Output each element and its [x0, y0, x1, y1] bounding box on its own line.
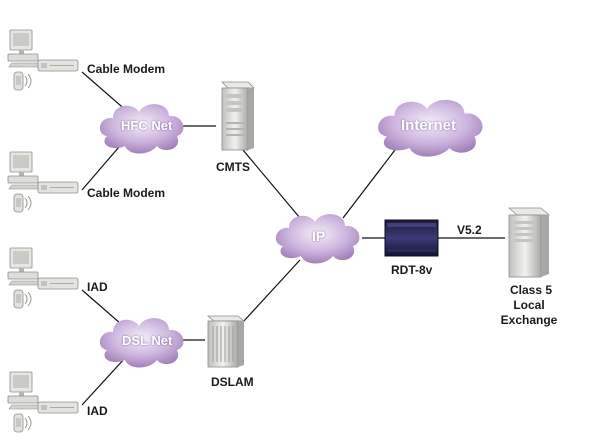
dsl-net-label: DSL Net	[122, 333, 173, 348]
iad-label-2: IAD	[87, 404, 108, 418]
hfc-net-cloud	[99, 104, 184, 154]
link-dslam-ip	[242, 259, 301, 323]
link-cmts-ip	[242, 149, 301, 219]
exchange-label-line1: Class 5	[510, 283, 553, 297]
dslam-label: DSLAM	[211, 375, 254, 389]
v52-link-label: V5.2	[457, 223, 482, 237]
dsl-net-cloud	[99, 318, 184, 368]
link-iad2-dsl	[81, 357, 126, 406]
link-modem2-hfc	[81, 139, 126, 191]
iad-icon	[37, 277, 79, 290]
cmts-label: CMTS	[216, 160, 250, 174]
subscriber-site-2	[7, 151, 79, 213]
subscriber-site-3	[7, 247, 79, 309]
subscriber-site-1	[7, 29, 79, 91]
pc-and-phone-icon	[7, 29, 42, 68]
rdt-label: RDT-8v	[391, 263, 433, 277]
pc-and-phone-icon	[7, 247, 42, 286]
cable-modem-icon	[37, 181, 79, 194]
phone-icon	[13, 71, 32, 91]
dslam-icon	[206, 315, 246, 368]
exchange-server-icon	[507, 207, 551, 278]
ip-cloud	[275, 214, 360, 264]
connections	[81, 71, 505, 406]
pc-and-phone-icon	[7, 151, 42, 190]
phone-icon	[13, 193, 32, 213]
ip-label: IP	[312, 228, 326, 244]
phone-icon	[13, 289, 32, 309]
hfc-net-label: HFC Net	[121, 118, 173, 133]
iad-label-1: IAD	[87, 280, 108, 294]
exchange-label-line3: Exchange	[500, 313, 558, 327]
pc-and-phone-icon	[7, 371, 42, 410]
internet-label: Internet	[401, 117, 457, 134]
cable-modem-icon	[37, 59, 79, 72]
phone-icon	[13, 413, 32, 433]
cable-modem-label-2: Cable Modem	[87, 186, 166, 200]
rdt-device-icon	[384, 219, 439, 257]
iad-icon	[37, 401, 79, 414]
link-modem1-hfc	[81, 71, 129, 113]
subscriber-site-4	[7, 371, 79, 433]
cable-modem-label-1: Cable Modem	[87, 62, 166, 76]
cmts-server-icon	[221, 81, 255, 151]
internet-cloud	[378, 99, 483, 157]
link-internet-ip	[342, 149, 396, 219]
exchange-label-line2: Local	[513, 298, 545, 312]
